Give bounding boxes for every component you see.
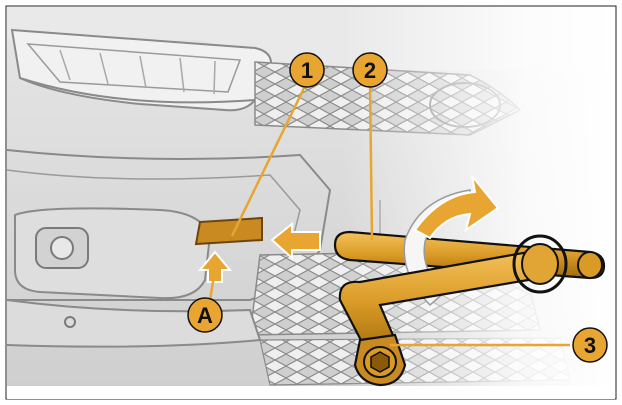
cover-panel: [196, 218, 262, 244]
callout-a: A: [188, 298, 222, 332]
callout-a-label: A: [197, 303, 213, 328]
callout-1: 1: [290, 53, 324, 87]
callout-3: 3: [573, 328, 607, 362]
callout-2-label: 2: [364, 58, 376, 83]
callout-1-label: 1: [301, 58, 313, 83]
callout-2: 2: [353, 53, 387, 87]
callout-3-label: 3: [584, 333, 596, 358]
